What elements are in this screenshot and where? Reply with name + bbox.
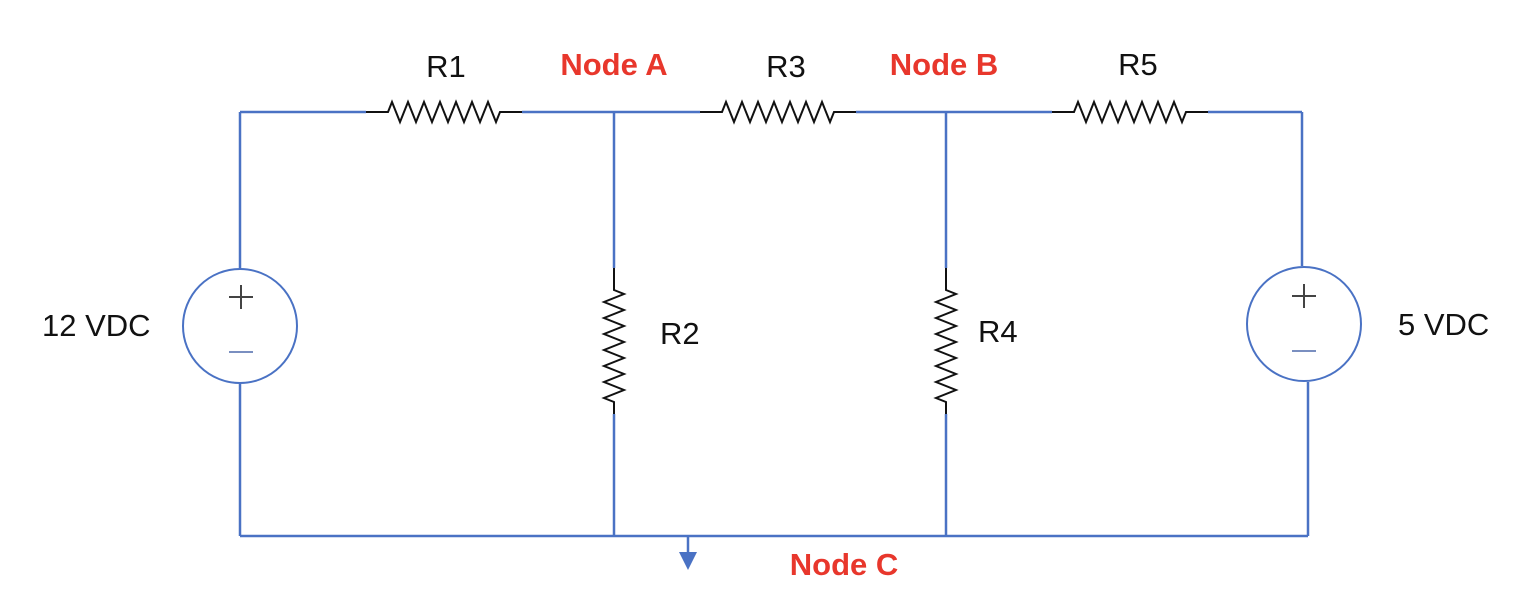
node-label-a: Node A xyxy=(560,47,667,82)
node-label-c: Node C xyxy=(790,547,899,582)
voltage-source-right xyxy=(1246,266,1362,382)
ground-arrow-icon xyxy=(679,552,697,570)
resistor-r5 xyxy=(1052,99,1208,125)
resistor-r2 xyxy=(601,268,627,414)
label-r2: R2 xyxy=(660,316,700,351)
resistor-r3 xyxy=(700,99,856,125)
voltage-source-left xyxy=(182,268,298,384)
node-label-b: Node B xyxy=(890,47,999,82)
label-r3: R3 xyxy=(766,49,806,84)
label-source-left: 12 VDC xyxy=(42,308,151,343)
resistor-r4 xyxy=(933,268,959,414)
label-r1: R1 xyxy=(426,49,466,84)
resistor-r1 xyxy=(366,99,522,125)
wires xyxy=(238,110,1310,570)
label-r5: R5 xyxy=(1118,47,1158,82)
label-r4: R4 xyxy=(978,314,1018,349)
label-source-right: 5 VDC xyxy=(1398,307,1489,342)
